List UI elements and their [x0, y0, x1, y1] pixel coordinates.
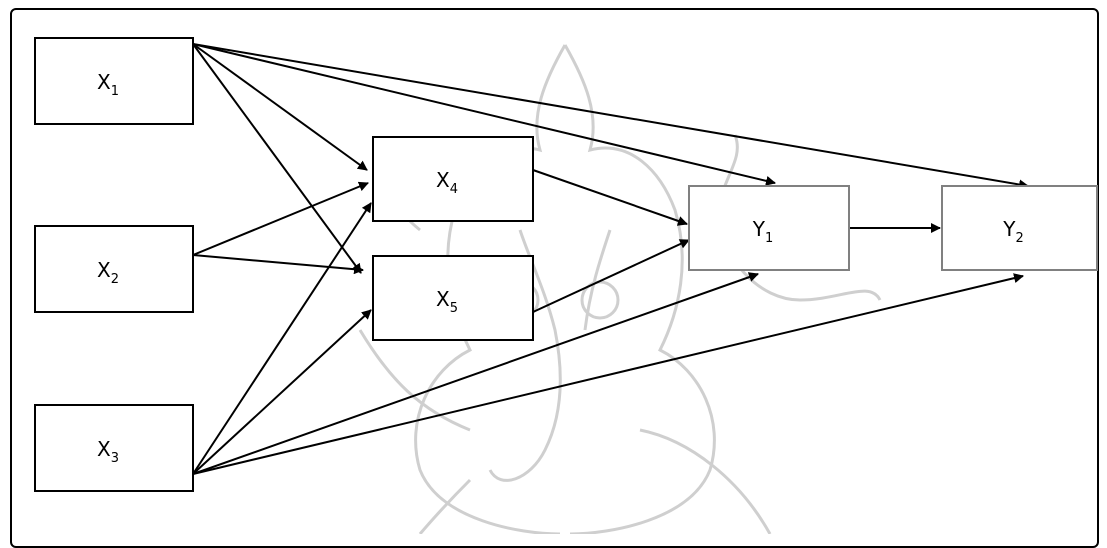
arrow-x2-to-x4 — [192, 181, 369, 256]
edges-layer — [192, 43, 1029, 475]
node-label-subscript: 1 — [111, 84, 119, 99]
node-label: X1 — [97, 70, 119, 99]
arrow-x1-to-x5 — [192, 43, 362, 274]
node-x2: X2 — [34, 225, 194, 313]
arrow-x3-to-x5 — [192, 309, 372, 475]
node-box — [34, 404, 194, 492]
node-label-subscript: 3 — [111, 451, 119, 466]
ganesha-watermark-icon — [358, 44, 882, 534]
node-label-main: Y — [1002, 217, 1016, 241]
node-label-subscript: 1 — [765, 231, 773, 246]
node-label-main: X — [436, 168, 450, 192]
node-label: X5 — [436, 287, 458, 316]
node-x4: X4 — [372, 136, 534, 222]
arrow-x5-to-y1 — [532, 239, 690, 313]
node-label-subscript: 2 — [111, 272, 119, 287]
node-label-subscript: 2 — [1015, 231, 1023, 246]
node-label-subscript: 5 — [450, 301, 458, 316]
arrow-x3-to-y2 — [192, 273, 1024, 475]
node-x3: X3 — [34, 404, 194, 492]
node-label: X4 — [436, 168, 458, 197]
node-label: X3 — [97, 437, 119, 466]
arrow-x4-to-y1 — [532, 169, 688, 226]
node-label-main: X — [97, 437, 111, 461]
node-label-main: X — [436, 287, 450, 311]
node-label: Y1 — [752, 217, 774, 246]
arrow-x2-to-x5 — [192, 254, 364, 275]
node-label-main: X — [97, 258, 111, 282]
node-x5: X5 — [372, 255, 534, 341]
arrow-x1-to-x4 — [192, 43, 368, 171]
node-y1: Y1 — [688, 185, 850, 271]
node-label-subscript: 4 — [450, 182, 458, 197]
node-label-main: Y — [752, 217, 766, 241]
arrow-x1-to-y1 — [192, 43, 776, 186]
node-label: Y2 — [1002, 217, 1024, 246]
node-box — [34, 37, 194, 125]
node-label: X2 — [97, 258, 119, 287]
node-box — [372, 136, 534, 222]
node-box — [941, 185, 1098, 271]
arrow-x3-to-x4 — [192, 202, 372, 475]
node-box — [372, 255, 534, 341]
arrow-x1-to-y2 — [192, 43, 1029, 190]
node-box — [34, 225, 194, 313]
node-label-main: X — [97, 70, 111, 94]
node-box — [688, 185, 850, 271]
arrow-x3-to-y1 — [192, 272, 759, 475]
node-y2: Y2 — [941, 185, 1098, 271]
node-x1: X1 — [34, 37, 194, 125]
